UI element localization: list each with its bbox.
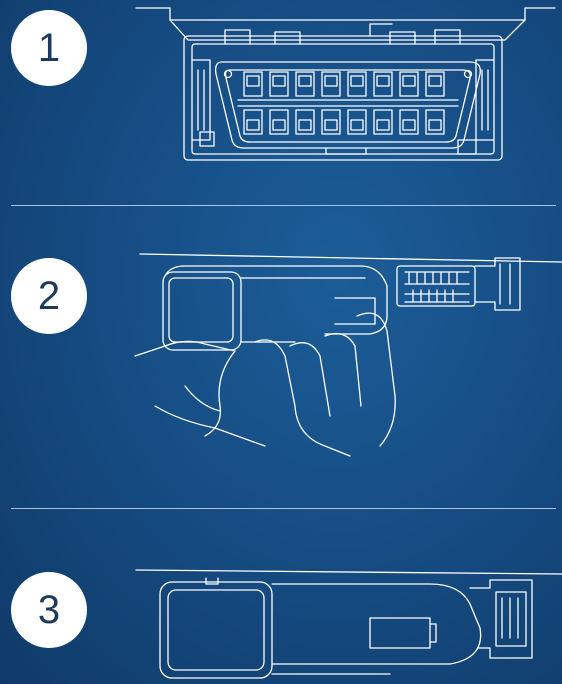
obd-port-icon	[135, 7, 556, 161]
step-divider	[11, 508, 556, 509]
device-plugged-in-icon	[135, 569, 562, 679]
step-3: 3	[0, 508, 562, 684]
step-number-badge: 1	[11, 10, 87, 86]
hand-plugging-device-icon	[134, 253, 562, 457]
step-divider	[11, 205, 556, 206]
step-1: 1	[0, 0, 562, 206]
step-number-badge: 3	[11, 572, 87, 648]
step-number-badge: 2	[11, 258, 87, 334]
step-2: 2	[0, 206, 562, 509]
